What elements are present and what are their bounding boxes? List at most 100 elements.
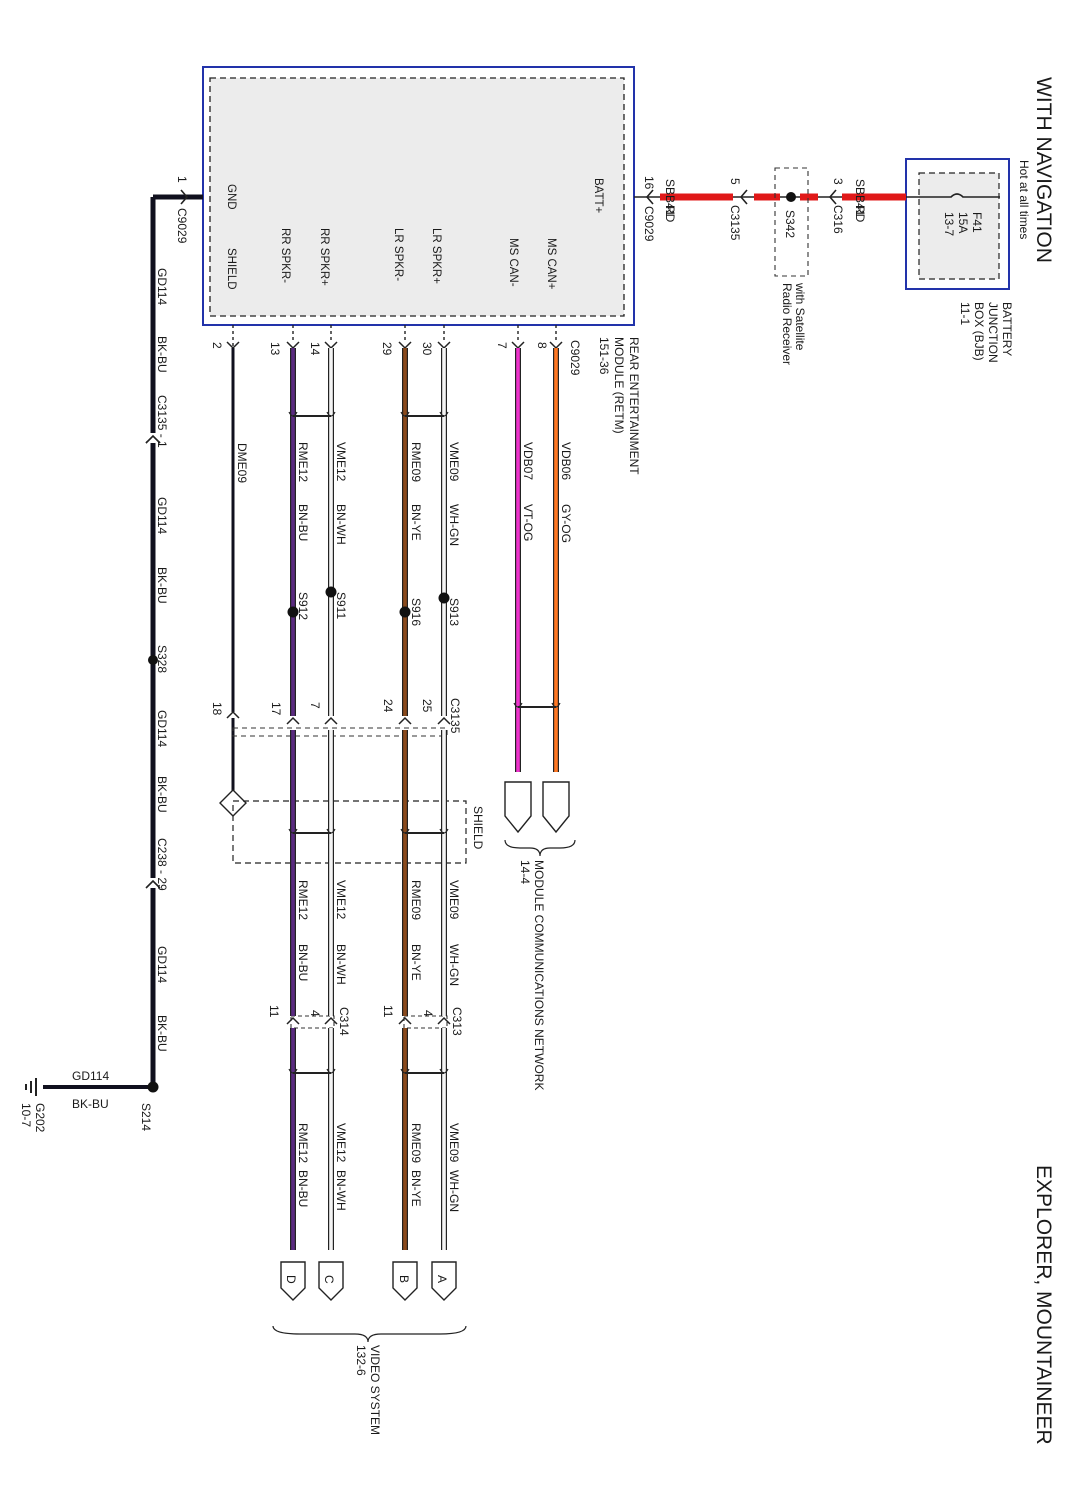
svg-text:REAR ENTERTAINMENT: REAR ENTERTAINMENT bbox=[627, 337, 641, 475]
svg-text:4: 4 bbox=[308, 1010, 322, 1017]
svg-text:WH-GN: WH-GN bbox=[447, 944, 461, 986]
svg-text:RME09: RME09 bbox=[409, 1123, 423, 1163]
splice-rr-minus-icon bbox=[287, 606, 299, 618]
svg-text:VT-OG: VT-OG bbox=[521, 504, 535, 541]
svg-text:BOX (BJB): BOX (BJB) bbox=[972, 302, 986, 361]
splice-s214-icon bbox=[147, 1081, 159, 1093]
connector-c9029-pin1-icon bbox=[180, 189, 189, 205]
svg-text:25: 25 bbox=[420, 699, 434, 713]
splice-rr-plus-icon bbox=[325, 586, 337, 598]
svg-text:10-7: 10-7 bbox=[19, 1103, 33, 1127]
shield-termination-icon bbox=[219, 789, 247, 817]
svg-text:BK-BU: BK-BU bbox=[155, 776, 169, 813]
svg-text:VDB07: VDB07 bbox=[521, 442, 535, 480]
twisted-pair-rr-2-icon-loop-a bbox=[288, 828, 298, 834]
splice-lr-plus-icon bbox=[438, 592, 450, 604]
svg-text:SBB41: SBB41 bbox=[663, 179, 677, 217]
svg-text:5: 5 bbox=[728, 178, 742, 185]
svg-text:MODULE (RETM): MODULE (RETM) bbox=[612, 337, 626, 434]
svg-text:VME12: VME12 bbox=[334, 880, 348, 920]
svg-text:15A: 15A bbox=[956, 212, 970, 233]
end-letter-a: A bbox=[435, 1275, 449, 1283]
connector-c3135-outline bbox=[232, 727, 448, 737]
mcn-brace bbox=[504, 839, 576, 857]
svg-text:RD: RD bbox=[853, 205, 867, 223]
svg-text:151-36: 151-36 bbox=[597, 337, 611, 375]
svg-text:14-4: 14-4 bbox=[518, 860, 532, 884]
end-connector-rr-plus-icon bbox=[318, 1261, 344, 1301]
twisted-pair-rr-3-icon-loop-b bbox=[326, 1068, 336, 1074]
satellite-option-box bbox=[774, 167, 809, 277]
connector-c9029-lr-plus-icon bbox=[437, 341, 451, 350]
svg-text:MODULE COMMUNICATIONS NETWORK: MODULE COMMUNICATIONS NETWORK bbox=[532, 860, 546, 1090]
svg-text:BK-BU: BK-BU bbox=[155, 336, 169, 373]
connector-c238-pin29-icon bbox=[145, 879, 161, 889]
svg-text:GD114: GD114 bbox=[155, 710, 169, 747]
svg-text:BK-BU: BK-BU bbox=[72, 1097, 109, 1111]
svg-text:18: 18 bbox=[210, 702, 224, 716]
svg-text:Radio Receiver: Radio Receiver bbox=[780, 283, 794, 365]
svg-text:11: 11 bbox=[267, 1005, 281, 1018]
svg-text:VME09: VME09 bbox=[447, 1123, 461, 1163]
svg-text:2: 2 bbox=[210, 342, 224, 349]
svg-text:29: 29 bbox=[380, 342, 394, 356]
speaker-wire-labels: 13 14 29 30 7 8 C9029 RME12 BN-BU VME12 … bbox=[267, 340, 582, 1284]
svg-text:17: 17 bbox=[269, 702, 283, 716]
pin-label-gnd: GND bbox=[225, 184, 237, 210]
svg-text:8: 8 bbox=[535, 342, 549, 349]
svg-text:C316: C316 bbox=[831, 205, 845, 234]
rear-entertainment-module: GND SHIELD RR SPKR- RR SPKR+ LR SPKR- LR… bbox=[202, 66, 635, 326]
svg-text:C313: C313 bbox=[450, 1007, 464, 1036]
svg-text:C3135 - 1: C3135 - 1 bbox=[155, 395, 169, 448]
svg-text:S214: S214 bbox=[139, 1103, 153, 1131]
pin-label-shield: SHIELD bbox=[225, 248, 237, 290]
connector-c3135-pin5-icon bbox=[739, 189, 748, 205]
network-references: MODULE COMMUNICATIONS NETWORK 14-4 VIDEO… bbox=[272, 839, 576, 1435]
ground-circuit: 1 C9029 GD114 BK-BU C3135 - 1 GD114 BK-B… bbox=[19, 176, 203, 1133]
svg-text:7: 7 bbox=[495, 342, 509, 349]
twisted-pair-rr-3-icon-loop-a bbox=[288, 1068, 298, 1074]
end-connector-can-minus-icon bbox=[504, 781, 532, 834]
power-circuit: 16 C9029 SBB41 RD 5 C3135 S342 with Sate… bbox=[634, 167, 906, 365]
connector-c31x-rr-minus-icon bbox=[286, 1016, 300, 1025]
hot-at-all-times: Hot at all times bbox=[1017, 160, 1031, 239]
svg-text:GD114: GD114 bbox=[155, 268, 169, 305]
svg-text:4: 4 bbox=[421, 1010, 435, 1017]
svg-text:BN-BU: BN-BU bbox=[296, 504, 310, 541]
svg-text:GD114: GD114 bbox=[155, 497, 169, 534]
connector-c3135-rr-plus-icon bbox=[324, 716, 338, 725]
shield-box bbox=[232, 800, 467, 864]
pin-label-ms-can-plus: MS CAN+ bbox=[545, 238, 557, 290]
twisted-pair-lr-1-icon-loop-a bbox=[400, 411, 410, 417]
pin-label-rr-spkr-minus: RR SPKR- bbox=[279, 228, 291, 283]
end-connector-rr-minus-icon bbox=[280, 1261, 306, 1301]
twisted-pair-lr-2-icon-loop-a bbox=[400, 828, 410, 834]
svg-text:VME12: VME12 bbox=[334, 442, 348, 482]
svg-text:BATTERY: BATTERY bbox=[1000, 302, 1014, 356]
svg-text:with Satellite: with Satellite bbox=[793, 282, 807, 351]
svg-text:3: 3 bbox=[831, 178, 845, 185]
svg-text:VME09: VME09 bbox=[447, 442, 461, 482]
connector-c3135-lr-plus-icon bbox=[437, 716, 451, 725]
twisted-pair-lr-1-icon-loop-b bbox=[439, 411, 449, 417]
svg-text:C3135: C3135 bbox=[448, 698, 462, 734]
svg-text:SBB41: SBB41 bbox=[853, 179, 867, 217]
twisted-pair-can-icon-loop-a bbox=[513, 702, 523, 708]
svg-text:24: 24 bbox=[381, 699, 395, 713]
connector-c31x-lr-minus-icon bbox=[398, 1016, 412, 1025]
svg-text:JUNCTION: JUNCTION bbox=[986, 302, 1000, 363]
svg-text:BN-WH: BN-WH bbox=[334, 944, 348, 985]
svg-text:BN-YE: BN-YE bbox=[409, 504, 423, 541]
svg-text:1: 1 bbox=[175, 176, 189, 183]
svg-text:RME12: RME12 bbox=[296, 1123, 310, 1163]
connector-c9029-pin16-icon bbox=[645, 189, 654, 205]
splice-s342-icon bbox=[786, 192, 796, 202]
pin-label-lr-spkr-minus: LR SPKR- bbox=[392, 228, 404, 281]
svg-text:VIDEO SYSTEM: VIDEO SYSTEM bbox=[368, 1345, 382, 1435]
svg-text:RME09: RME09 bbox=[409, 442, 423, 482]
fuse-label: F41 bbox=[970, 212, 984, 233]
svg-text:GD114: GD114 bbox=[72, 1069, 109, 1083]
svg-text:C9029: C9029 bbox=[568, 340, 582, 376]
connector-c9029-can-plus-icon bbox=[549, 341, 563, 350]
ground-g202-icon bbox=[25, 1078, 37, 1096]
